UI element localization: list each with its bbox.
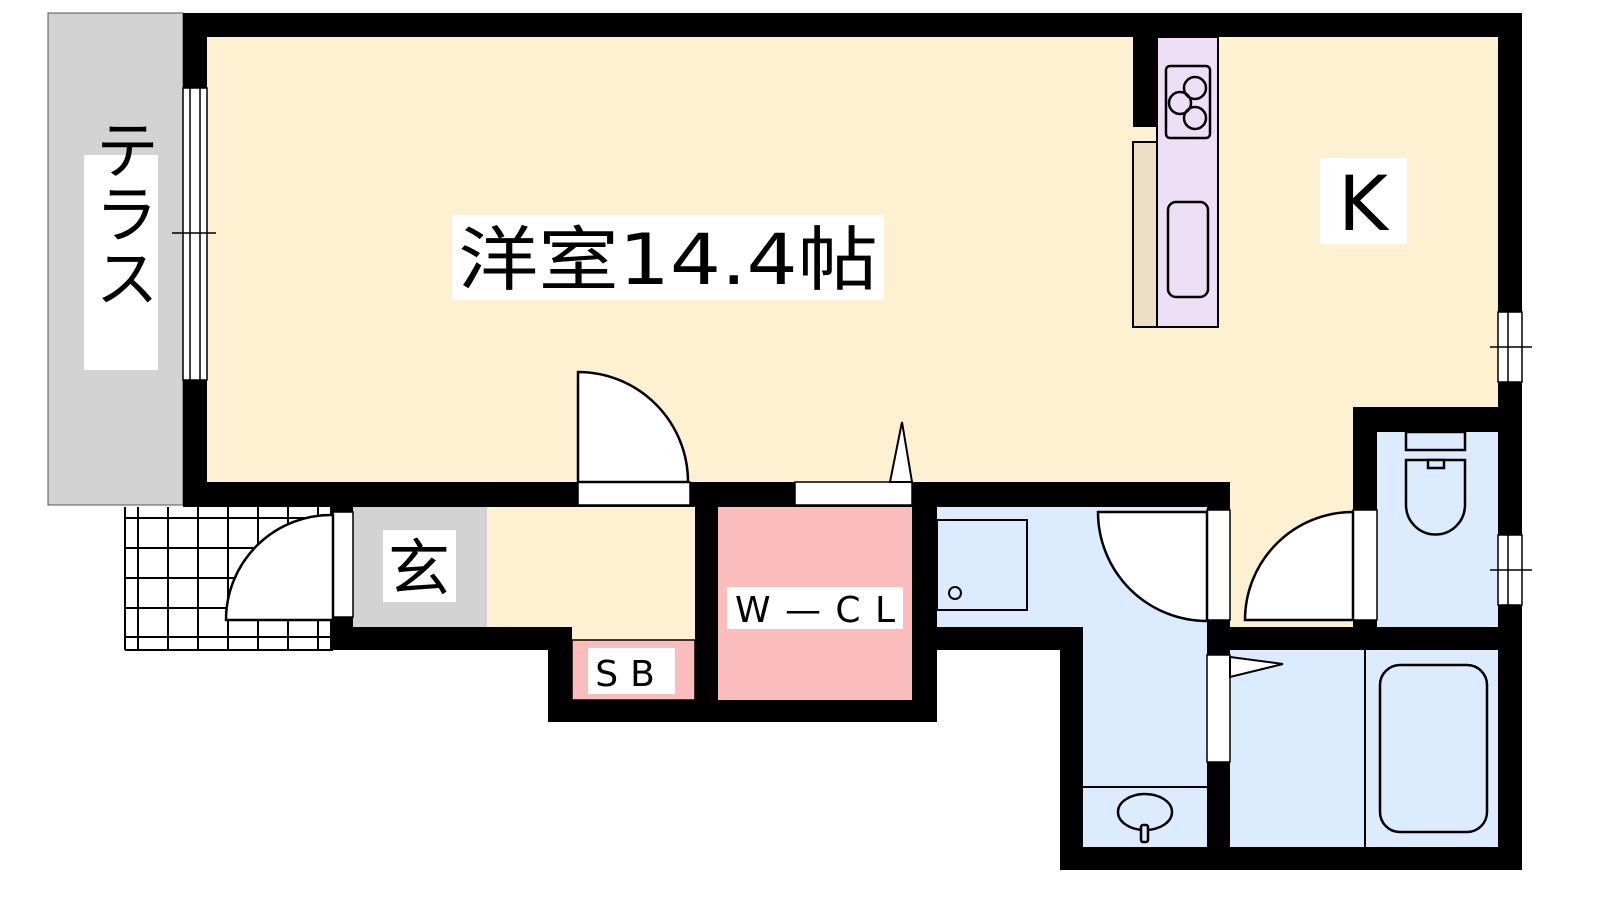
washroom-door[interactable] [1096, 510, 1209, 623]
shoe-box-label: SB [595, 654, 667, 695]
terrace-label: テラス [84, 117, 158, 309]
hallway-floor [487, 505, 695, 640]
western-room-label-bg [452, 215, 884, 300]
toilet-door[interactable] [1243, 510, 1355, 622]
stove-icon [1164, 64, 1212, 140]
main-door[interactable] [576, 370, 690, 484]
label-terrace: テラス [84, 117, 158, 370]
toilet-door-sill [1352, 509, 1378, 621]
closet-door-sill [794, 481, 913, 506]
closet-sliding-door[interactable] [888, 421, 914, 483]
entrance-door-sill [332, 511, 354, 618]
bath-sliding-door[interactable] [1229, 655, 1284, 679]
entrance-label: 玄 [388, 532, 450, 605]
entrance-label-bg [383, 530, 456, 602]
kitchen-sink-icon [1166, 200, 1210, 299]
western-room-label: 洋室14.4帖 [458, 219, 878, 301]
terrace-window [182, 87, 208, 381]
closet-label-bg [727, 587, 903, 629]
bath-door-sill [1206, 654, 1231, 763]
toilet-icon [1404, 430, 1467, 536]
doors [224, 370, 1355, 679]
main-door-sill [577, 481, 691, 506]
bathtub-icon [1378, 663, 1489, 834]
kitchen-shelf [1132, 141, 1158, 328]
kitchen-label-bg [1320, 158, 1407, 244]
washing-machine-icon [936, 519, 1028, 611]
washbasin-icon [1116, 792, 1174, 844]
washroom-door-sill [1206, 509, 1231, 621]
kitchen-label: K [1338, 159, 1390, 248]
openings [172, 87, 1532, 763]
entrance-door[interactable] [224, 513, 335, 622]
shoe-box-label-bg [588, 648, 675, 694]
